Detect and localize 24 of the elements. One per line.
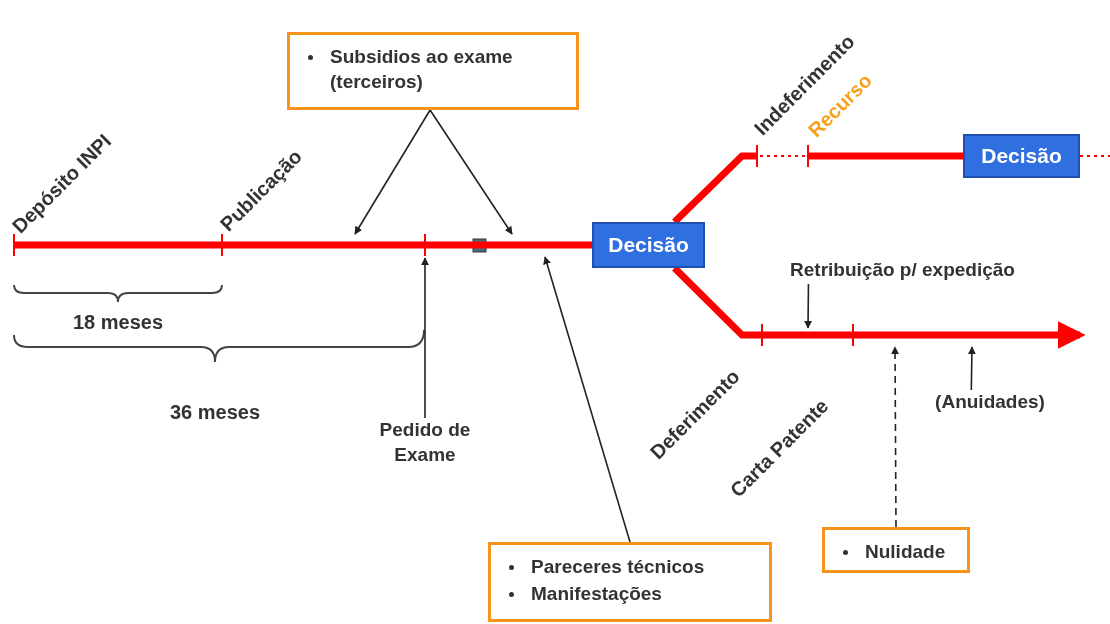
- duration-label: 18 meses: [72, 310, 164, 334]
- bullet-text: Subsidios ao exame (terceiros): [304, 45, 562, 95]
- annotation-text: (Anuidades): [905, 390, 1075, 416]
- bullet-text: Pareceres técnicos: [505, 555, 755, 580]
- arrow: [421, 257, 429, 419]
- timeline-line: [672, 152, 757, 225]
- arrow: [429, 109, 513, 235]
- note-box: [287, 32, 579, 110]
- bullet-text: Manifestações: [505, 581, 755, 607]
- arrow: [804, 283, 813, 329]
- duration-label: 36 meses: [169, 400, 261, 424]
- arrow: [354, 109, 431, 235]
- bullet-text: Nulidade: [839, 540, 953, 565]
- arrow: [967, 346, 976, 391]
- arrow: [543, 256, 631, 543]
- annotation-text: Retribuição p/ expedição: [760, 258, 1045, 284]
- arrow: [891, 346, 900, 528]
- note-box: [822, 527, 970, 573]
- decision-box: Decisão: [592, 222, 705, 268]
- timeline-line: [808, 152, 963, 160]
- note-box: [488, 542, 772, 622]
- timeline-line: [14, 241, 592, 249]
- annotation-text: Pedido de Exame: [355, 418, 495, 474]
- decision-box: Decisão: [963, 134, 1080, 178]
